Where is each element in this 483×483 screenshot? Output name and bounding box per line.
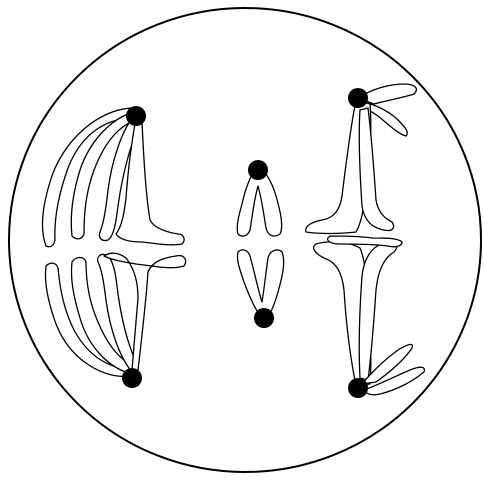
right-upper-centromere xyxy=(348,88,368,108)
middle-lower-centromere xyxy=(254,308,274,328)
middle-upper-centromere xyxy=(248,160,268,180)
cell-membrane xyxy=(9,8,481,472)
left-lower-centromere xyxy=(122,368,142,388)
right-lower-centromere xyxy=(348,378,368,398)
left-upper-centromere xyxy=(126,106,146,126)
